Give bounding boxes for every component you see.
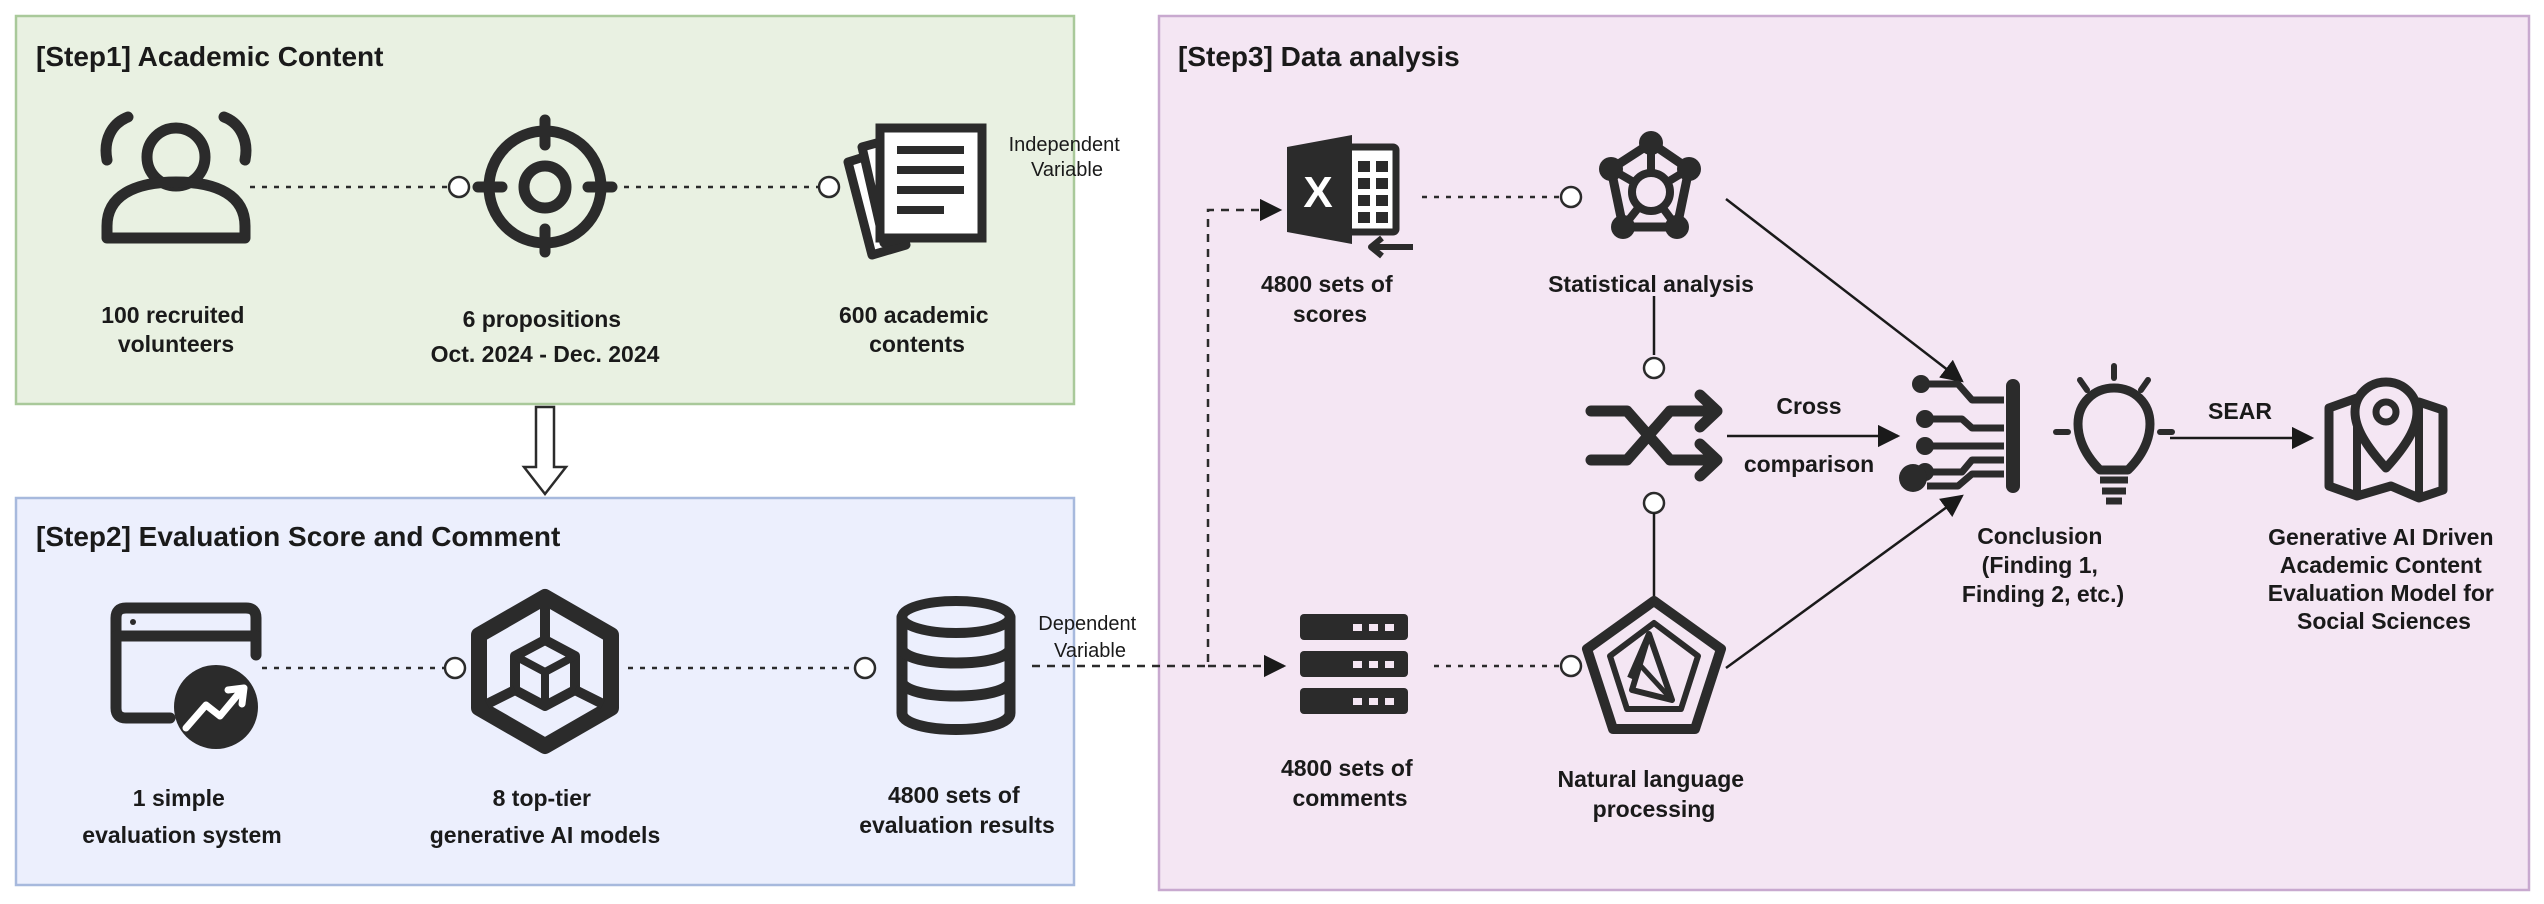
evaluation-system-label: 1 simple evaluation system [82, 785, 281, 848]
browser-growth-icon [110, 602, 262, 749]
comments-label: 4800 sets of comments [1281, 755, 1419, 811]
users-icon [100, 111, 252, 244]
dependent-variable-label: Dependent Variable [1038, 613, 1141, 662]
database-icon [896, 596, 1016, 735]
comparison-label: comparison [1744, 451, 1874, 477]
cross-label: Cross [1776, 393, 1841, 419]
volunteers-label: 100 recruited volunteers [101, 302, 251, 357]
documents-icon [843, 123, 987, 260]
cube-icon [471, 589, 619, 754]
excel-icon: X [1287, 135, 1413, 259]
sear-label: SEAR [2208, 398, 2272, 424]
step1-title: [Step1] Academic Content [36, 41, 383, 72]
network-icon [1599, 131, 1701, 239]
step3-title: [Step3] Data analysis [1178, 41, 1460, 72]
map-pin-icon [2324, 377, 2448, 503]
svg-text:X: X [1303, 168, 1332, 217]
scores-label: 4800 sets of scores [1261, 271, 1399, 327]
server-icon [1300, 614, 1408, 714]
circuit-icon [1899, 375, 2020, 493]
shuffle-icon [1585, 389, 1723, 482]
ai-models-label: 8 top-tier generative AI models [430, 785, 661, 848]
final-model-label: Generative AI Driven Academic Content Ev… [2268, 524, 2501, 634]
academic-contents-label: 600 academic contents [839, 302, 995, 357]
statistical-analysis-label: Statistical analysis [1548, 271, 1754, 297]
nlp-label: Natural language processing [1558, 766, 1751, 822]
evaluation-results-label: 4800 sets of evaluation results [859, 782, 1055, 838]
propositions-label: 6 propositions Oct. 2024 - Dec. 2024 [431, 306, 660, 367]
step1-to-step2-arrow [521, 405, 569, 497]
conclusion-label: Conclusion (Finding 1, Finding 2, etc.) [1962, 523, 2124, 607]
step2-title: [Step2] Evaluation Score and Comment [36, 521, 560, 552]
lightbulb-icon [2053, 363, 2175, 505]
target-icon [472, 114, 618, 258]
pentagon-icon [1582, 596, 1726, 734]
independent-variable-label: Independent Variable [1009, 134, 1126, 181]
